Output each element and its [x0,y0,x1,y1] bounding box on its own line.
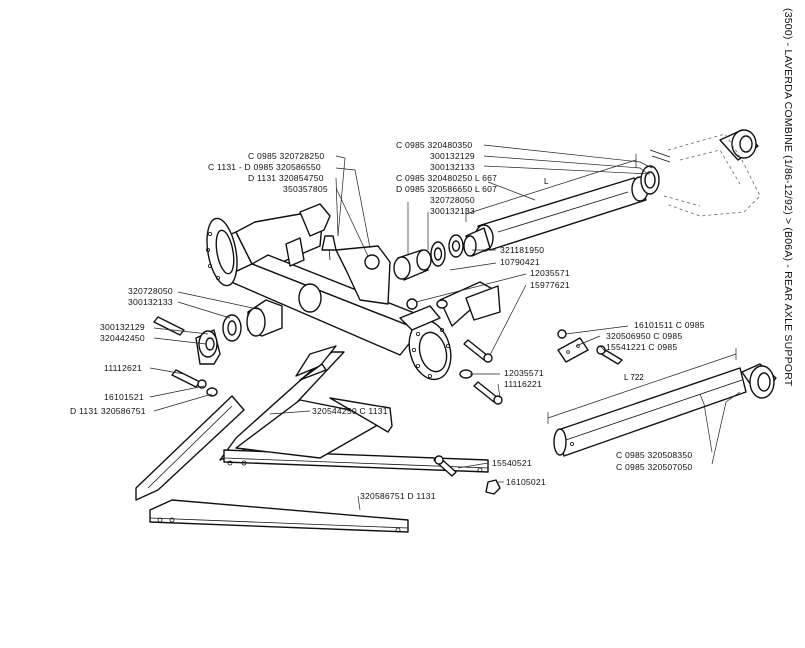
bar-dimension: L 722 [547,348,737,424]
part-label: 320728050 [128,286,173,296]
part-label: C 0985 320480250 L 667 [396,173,498,183]
part-label: 300132133 [128,297,173,307]
part-label: C 0985 320728250 [248,151,325,161]
support-stand [135,345,489,533]
shaft-dimension: L [465,154,637,222]
part-label: C 0985 320480350 [396,140,473,150]
axle-shaft [474,129,759,252]
bar-length-label: L 722 [624,373,644,382]
center-bushing-group [393,227,491,310]
part-label: 15977621 [530,280,570,290]
part-label: 12035571 [504,368,544,378]
part-label: C 0985 320508350 [616,450,693,460]
part-label: 15540521 [492,458,532,468]
part-label: 10790421 [500,257,540,267]
part-label: C 1131 - D 0985 320586550 [208,162,321,172]
part-label: 12035571 [530,268,570,278]
part-label: 16101511 C 0985 [634,320,705,330]
part-label: 300132133 [430,162,475,172]
part-label: 16101521 [104,392,144,402]
part-label: D 1131 320854750 [248,173,324,183]
part-label: 16105021 [506,477,546,487]
center-fasteners [433,339,503,495]
leader-lines [149,144,741,511]
rear-axle-context [663,133,761,217]
right-bracket-group [557,329,623,365]
part-label: 350357805 [283,184,328,194]
part-label: 15541221 C 0985 [606,342,678,352]
part-label: 320728050 [430,195,475,205]
part-label: 300132133 [430,206,475,216]
part-label: 320442450 [100,333,145,343]
main-frame-beam [205,203,501,381]
shaft-length-label: L [544,177,549,186]
part-label: 320506950 C 0985 [606,331,683,341]
flange-bolt-holes [205,231,450,378]
part-label: C 0985 320507050 [616,462,693,472]
part-label: 321181950 [500,245,545,255]
part-label: D 0985 320586650 L 607 [396,184,498,194]
part-label: 300132129 [430,151,475,161]
left-bushing-group [153,299,283,397]
part-label: 320586751 D 1131 [360,491,436,501]
part-label: D 1131 320586751 [70,406,146,416]
part-label: 11116221 [504,379,542,389]
right-arm-bar [553,363,777,457]
part-label: 11112621 [104,363,142,373]
grease-nipple-icon [321,235,337,251]
part-label: 300132129 [100,322,145,332]
part-label: 320544250 C 1131 [312,406,388,416]
